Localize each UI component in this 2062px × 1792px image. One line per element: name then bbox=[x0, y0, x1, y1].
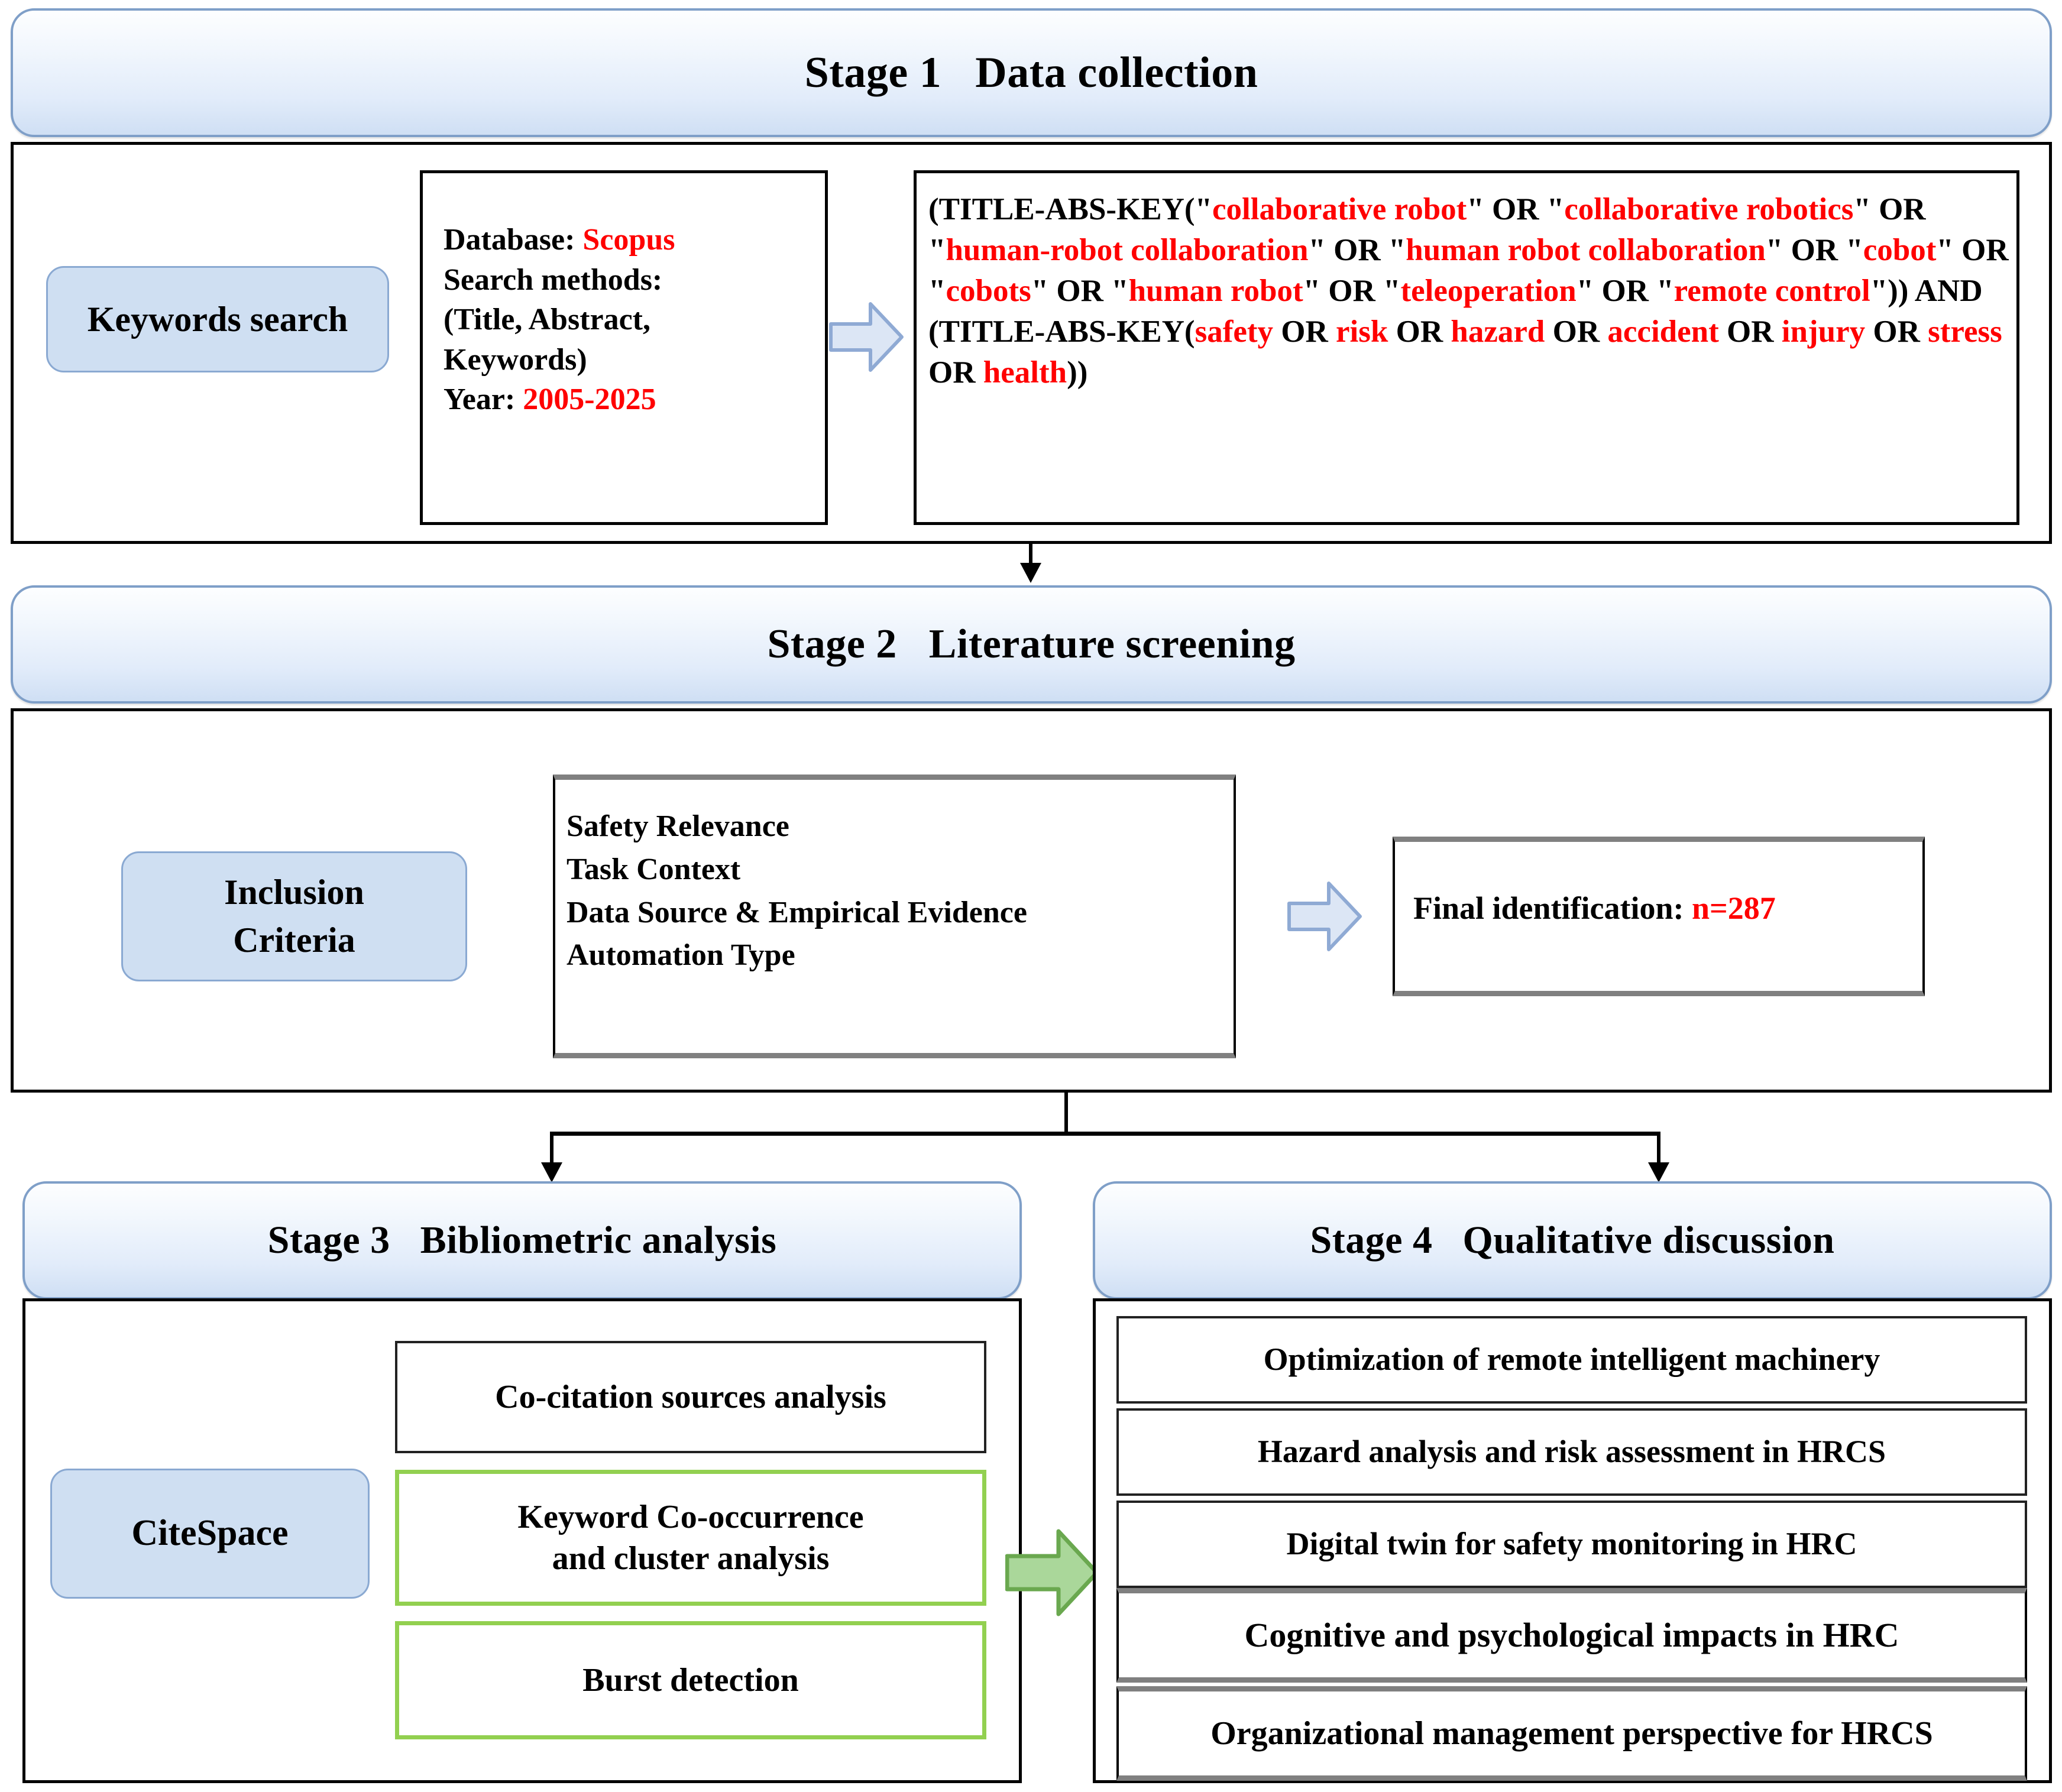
stage3-item-burst-detection[interactable]: Burst detection bbox=[395, 1621, 986, 1739]
block-arrow-right-blue-stage1 bbox=[828, 296, 905, 378]
stage4-item-cognitive-impacts[interactable]: Cognitive and psychological impacts in H… bbox=[1116, 1588, 2027, 1683]
query-segment-13: human robot bbox=[1128, 273, 1303, 308]
query-segment-31: health bbox=[983, 355, 1067, 390]
query-segment-20: OR bbox=[1273, 314, 1336, 349]
stage4-item-digital-twin-label: Digital twin for safety monitoring in HR… bbox=[1286, 1526, 1857, 1562]
stage4-item-optimization-label: Optimization of remote intelligent machi… bbox=[1263, 1341, 1880, 1378]
query-segment-22: OR bbox=[1388, 314, 1451, 349]
query-segment-11: cobots bbox=[946, 273, 1031, 308]
year-value: 2005-2025 bbox=[523, 383, 656, 417]
stage3-item-cocitation-label: Co-citation sources analysis bbox=[495, 1379, 886, 1415]
search-query-string: (TITLE-ABS-KEY("collaborative robot" OR … bbox=[928, 192, 2009, 390]
query-segment-7: human robot collaboration bbox=[1406, 232, 1766, 267]
connector-stage1-to-stage2 bbox=[1029, 544, 1032, 569]
query-segment-28: OR bbox=[1865, 314, 1928, 349]
inclusion-criteria-label-line2: Criteria bbox=[233, 921, 355, 960]
year-label: Year: bbox=[444, 383, 523, 417]
query-segment-1: collaborative robot bbox=[1212, 192, 1467, 226]
query-segment-16: " OR " bbox=[1576, 273, 1674, 308]
stage4-item-hazard-analysis-label: Hazard analysis and risk assessment in H… bbox=[1257, 1434, 1886, 1470]
final-identification-label: Final identification: bbox=[1413, 890, 1692, 926]
query-segment-9: cobot bbox=[1863, 232, 1937, 267]
stage3-banner: Stage 3 Bibliometric analysis bbox=[22, 1181, 1022, 1300]
stage2-banner: Stage 2 Literature screening bbox=[11, 585, 2052, 704]
query-segment-25: accident bbox=[1607, 314, 1719, 349]
criteria-item-2: Data Source & Empirical Evidence bbox=[567, 895, 1027, 929]
stage4-item-optimization[interactable]: Optimization of remote intelligent machi… bbox=[1116, 1316, 2027, 1404]
stage4-item-organizational-management-label: Organizational management perspective fo… bbox=[1210, 1715, 1933, 1752]
connector-to-stage4 bbox=[1657, 1132, 1660, 1168]
query-segment-29: stress bbox=[1928, 314, 2002, 349]
inclusion-criteria-pill[interactable]: Inclusion Criteria bbox=[121, 851, 467, 981]
query-segment-24: OR bbox=[1545, 314, 1608, 349]
inclusion-criteria-label-line1: Inclusion bbox=[224, 873, 364, 912]
query-segment-19: safety bbox=[1195, 314, 1274, 349]
search-query-text: (TITLE-ABS-KEY("collaborative robot" OR … bbox=[928, 189, 2011, 393]
query-segment-18: ")) AND (TITLE-ABS-KEY( bbox=[928, 273, 1983, 349]
criteria-item-3: Automation Type bbox=[567, 938, 795, 973]
stage4-item-digital-twin[interactable]: Digital twin for safety monitoring in HR… bbox=[1116, 1501, 2027, 1588]
stage4-item-cognitive-impacts-label: Cognitive and psychological impacts in H… bbox=[1244, 1615, 1899, 1654]
query-segment-10: " OR " bbox=[928, 232, 2009, 308]
stage4-banner: Stage 4 Qualitative discussion bbox=[1093, 1181, 2052, 1300]
query-segment-30: OR bbox=[928, 355, 983, 390]
query-segment-2: " OR " bbox=[1467, 192, 1565, 226]
keywords-search-label: Keywords search bbox=[87, 299, 348, 339]
block-arrow-right-green bbox=[1005, 1519, 1100, 1626]
query-segment-21: risk bbox=[1336, 314, 1388, 349]
query-segment-6: " OR " bbox=[1308, 232, 1406, 267]
stage3-title: Stage 3 Bibliometric analysis bbox=[267, 1219, 777, 1262]
final-identification-text: Final identification: n=287 bbox=[1413, 890, 1922, 926]
query-segment-14: " OR " bbox=[1303, 273, 1401, 308]
search-parameters-text: Database: Scopus Search methods: (Title,… bbox=[444, 220, 822, 420]
block-arrow-right-blue-stage2 bbox=[1286, 875, 1363, 958]
query-segment-23: hazard bbox=[1451, 314, 1545, 349]
query-segment-3: collaborative robotics bbox=[1564, 192, 1854, 226]
stage3-item-keyword-cooccurrence[interactable]: Keyword Co-occurrence and cluster analys… bbox=[395, 1470, 986, 1606]
search-scope-line1: (Title, Abstract, bbox=[444, 303, 650, 337]
search-scope-line2: Keywords) bbox=[444, 342, 587, 377]
search-methods-label: Search methods: bbox=[444, 263, 663, 297]
criteria-item-1: Task Context bbox=[567, 852, 741, 886]
query-segment-4: " OR " bbox=[928, 192, 1926, 267]
connector-stage2-stem bbox=[1064, 1093, 1068, 1135]
connector-to-stage3-arrowhead bbox=[541, 1162, 562, 1182]
connector-stage1-to-stage2-arrowhead bbox=[1020, 563, 1041, 583]
stage3-item-cocitation[interactable]: Co-citation sources analysis bbox=[395, 1341, 986, 1453]
stage4-item-organizational-management[interactable]: Organizational management perspective fo… bbox=[1116, 1686, 2027, 1781]
query-segment-27: injury bbox=[1781, 314, 1866, 349]
query-segment-8: " OR " bbox=[1765, 232, 1863, 267]
database-value: Scopus bbox=[582, 223, 675, 257]
query-segment-26: OR bbox=[1718, 314, 1782, 349]
query-segment-32: )) bbox=[1067, 355, 1088, 390]
connector-to-stage3 bbox=[550, 1132, 553, 1168]
query-segment-5: human-robot collaboration bbox=[946, 232, 1309, 267]
stage1-banner: Stage 1 Data collection bbox=[11, 8, 2052, 137]
search-query-box bbox=[914, 170, 2019, 525]
citespace-pill[interactable]: CiteSpace bbox=[50, 1469, 370, 1599]
criteria-list-text: Safety Relevance Task Context Data Sourc… bbox=[567, 805, 1235, 977]
stage3-item-keyword-cooccurrence-label: Keyword Co-occurrence and cluster analys… bbox=[399, 1474, 982, 1602]
database-label: Database: bbox=[444, 223, 583, 257]
criteria-item-0: Safety Relevance bbox=[567, 809, 789, 843]
query-segment-12: " OR " bbox=[1031, 273, 1129, 308]
query-segment-17: remote control bbox=[1673, 273, 1870, 308]
stage3-item-burst-detection-label: Burst detection bbox=[582, 1662, 799, 1699]
final-identification-box bbox=[1393, 837, 1925, 996]
stage2-title: Stage 2 Literature screening bbox=[767, 621, 1296, 667]
connector-stage2-bar bbox=[550, 1132, 1660, 1136]
final-identification-value: n=287 bbox=[1692, 890, 1776, 926]
stage4-item-hazard-analysis[interactable]: Hazard analysis and risk assessment in H… bbox=[1116, 1408, 2027, 1496]
stage4-title: Stage 4 Qualitative discussion bbox=[1310, 1219, 1835, 1262]
keywords-search-pill[interactable]: Keywords search bbox=[46, 266, 389, 372]
criteria-list-box bbox=[553, 775, 1236, 1058]
citespace-label: CiteSpace bbox=[131, 1513, 289, 1554]
stage3-item-keyword-line2: and cluster analysis bbox=[552, 1540, 830, 1577]
query-segment-15: teleoperation bbox=[1400, 273, 1577, 308]
query-segment-0: (TITLE-ABS-KEY(" bbox=[928, 192, 1213, 226]
connector-to-stage4-arrowhead bbox=[1648, 1162, 1669, 1182]
stage3-item-keyword-line1: Keyword Co-occurrence bbox=[517, 1499, 864, 1535]
stage1-title: Stage 1 Data collection bbox=[804, 48, 1258, 97]
search-parameters-box bbox=[420, 170, 828, 525]
